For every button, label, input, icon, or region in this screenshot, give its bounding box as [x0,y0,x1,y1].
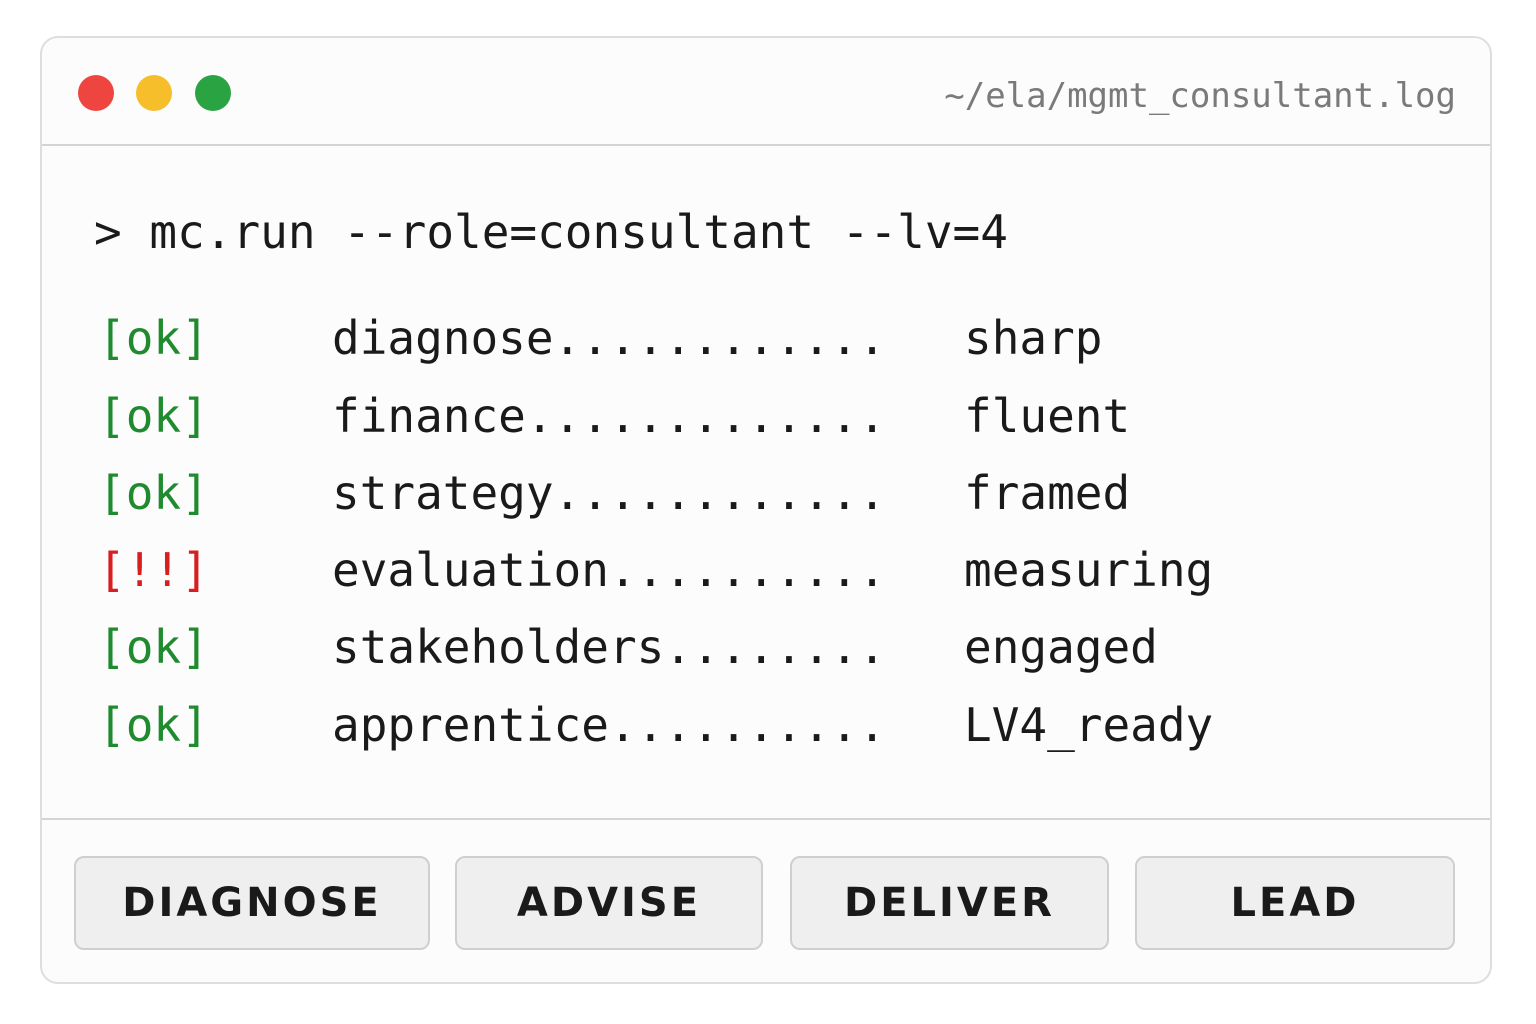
lead-button[interactable]: LEAD [1135,856,1455,950]
log-row: [ok] apprentice.......... LV4_ready [98,695,1398,755]
title-bar: ~/ela/mgmt_consultant.log [42,38,1490,146]
status-badge: [ok] [98,698,209,752]
diagnose-button[interactable]: DIAGNOSE [74,856,430,950]
task-label: finance............. [332,389,886,443]
result-value: sharp [964,311,1103,365]
window-title-path: ~/ela/mgmt_consultant.log [944,76,1456,116]
log-row: [ok] strategy............ framed [98,463,1398,523]
log-row: [ok] diagnose............ sharp [98,308,1398,368]
result-value: fluent [964,389,1131,443]
status-badge: [!!] [98,543,209,597]
deliver-button[interactable]: DELIVER [790,856,1109,950]
advise-button[interactable]: ADVISE [455,856,763,950]
result-value: LV4_ready [964,698,1214,752]
maximize-window-button[interactable] [195,75,231,111]
task-label: stakeholders........ [332,620,886,674]
terminal-output: > mc.run --role=consultant --lv=4 [ok] d… [42,146,1490,818]
task-label: diagnose............ [332,311,886,365]
minimize-window-button[interactable] [136,75,172,111]
task-label: apprentice.......... [332,698,886,752]
status-badge: [ok] [98,311,209,365]
log-row: [ok] stakeholders........ engaged [98,617,1398,677]
task-label: strategy............ [332,466,886,520]
status-badge: [ok] [98,389,209,443]
task-label: evaluation.......... [332,543,886,597]
result-value: engaged [964,620,1158,674]
action-bar: DIAGNOSE ADVISE DELIVER LEAD [42,818,1490,982]
result-value: framed [964,466,1131,520]
terminal-window: ~/ela/mgmt_consultant.log > mc.run --rol… [40,36,1492,984]
log-row: [!!] evaluation.......... measuring [98,540,1398,600]
status-badge: [ok] [98,466,209,520]
log-row: [ok] finance............. fluent [98,386,1398,446]
status-badge: [ok] [98,620,209,674]
command-line: > mc.run --role=consultant --lv=4 [94,205,1008,259]
result-value: measuring [964,543,1214,597]
close-window-button[interactable] [78,75,114,111]
